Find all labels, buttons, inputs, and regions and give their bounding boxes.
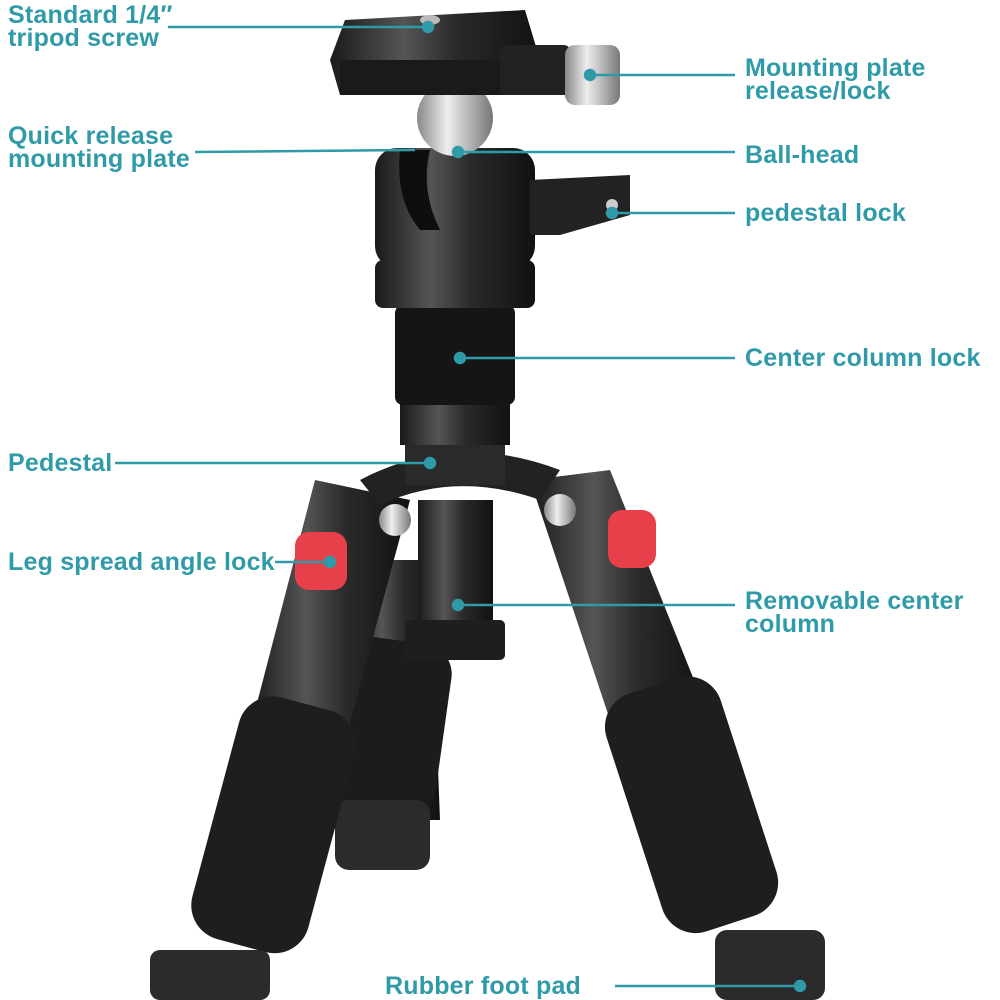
label-line: mounting plate	[8, 145, 190, 173]
leader-lines	[115, 20, 807, 993]
label-line: Standard 1/4″	[8, 1, 173, 29]
label-line: Quick release	[8, 122, 174, 150]
label-pedestal-lock: pedestal lock	[745, 199, 906, 227]
label-rubber-foot-pad: Rubber foot pad	[385, 972, 582, 1000]
label-ball-head: Ball-head	[745, 141, 860, 169]
label-pedestal: Pedestal	[8, 449, 113, 477]
label-line: release/lock	[745, 77, 891, 105]
center-column	[360, 260, 560, 660]
quick-release-plate	[330, 10, 620, 105]
label-line: tripod screw	[8, 24, 160, 52]
label-line: Mounting plate	[745, 54, 926, 82]
right-leg-lock-icon	[608, 510, 656, 568]
label-line: column	[745, 610, 836, 638]
label-leg-spread-lock: Leg spread angle lock	[8, 548, 275, 576]
label-quick-release-plate: Quick release mounting plate	[8, 122, 190, 173]
right-leg	[530, 470, 825, 1000]
label-tripod-screw: Standard 1/4″ tripod screw	[8, 1, 173, 52]
label-line: Removable center	[745, 587, 964, 615]
ball-head	[375, 80, 630, 268]
label-removable-center-column: Removable center column	[745, 587, 964, 638]
label-plate-release-lock: Mounting plate release/lock	[745, 54, 926, 105]
label-center-column-lock: Center column lock	[745, 344, 981, 372]
left-leg	[150, 480, 411, 1000]
